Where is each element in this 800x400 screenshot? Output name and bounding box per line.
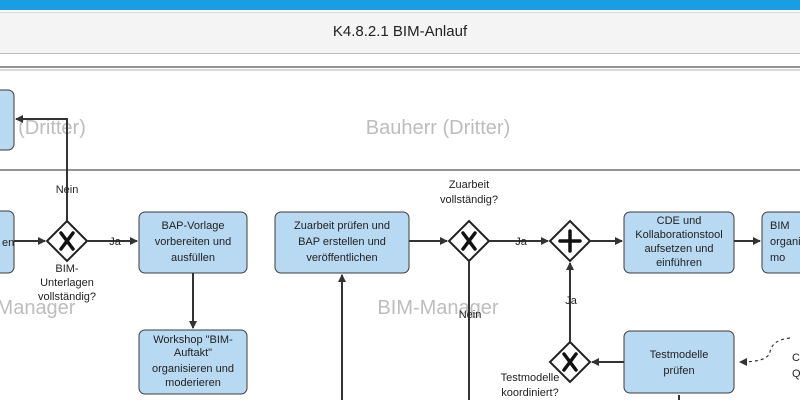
- task-cde-line3: aufsetzen und: [644, 243, 713, 255]
- gateway-unterlagen-label-1: BIM-: [55, 263, 79, 275]
- task-workshop-bim-auftakt[interactable]: Workshop "BIM- Auftakt" organisieren und…: [138, 329, 248, 395]
- task-partial-bauherr[interactable]: [0, 89, 15, 151]
- task-cde-line4: einführen: [656, 257, 702, 269]
- association-dashed[interactable]: [739, 337, 791, 366]
- task-zuarbeit-line3: veröffentlichen: [306, 252, 377, 264]
- task-partial-right[interactable]: BIM organi mo: [761, 211, 800, 274]
- task-bap-vorlage-line2: vorbereiten und: [155, 236, 231, 248]
- task-workshop-line4: moderieren: [165, 377, 221, 389]
- flow-label-ja-2: Ja: [515, 236, 528, 248]
- gateway-zuarbeit-label-1: Zuarbeit: [449, 179, 489, 191]
- task-testmodelle-line2: prüfen: [663, 365, 694, 377]
- flow-label-nein-bottom: Nein: [459, 309, 482, 321]
- exclusive-gateway-x-icon: [59, 231, 75, 251]
- lane-label-bauherr-left: (Dritter): [18, 117, 86, 139]
- gateway-testmodelle-label-2: koordiniert?: [501, 387, 558, 399]
- diagram-title: K4.8.2.1 BIM-Anlauf: [332, 23, 468, 40]
- flow-label-ja-1: Ja: [109, 236, 122, 248]
- task-testmodelle-pruefen[interactable]: Testmodelle prüfen: [623, 330, 735, 394]
- task-bap-vorlage-line3: ausfüllen: [171, 252, 215, 264]
- gateway-parallel[interactable]: [548, 219, 592, 263]
- flow-gateway1-nein[interactable]: [15, 115, 68, 221]
- diagram-title-bar: [0, 12, 800, 54]
- task-partial-left-text: en: [2, 237, 14, 249]
- partial-right-text-1: C: [792, 352, 800, 364]
- gateway-zuarbeit[interactable]: [447, 219, 491, 263]
- partial-right-text-2: Q: [792, 368, 800, 380]
- lane-label-bim-manager-left: Manager: [0, 297, 76, 319]
- flow-label-nein-top: Nein: [56, 184, 79, 196]
- lane-label-bauherr: Bauherr (Dritter): [366, 117, 510, 139]
- task-bap-vorlage-line1: BAP-Vorlage: [162, 220, 225, 232]
- exclusive-gateway-x-icon: [562, 352, 578, 372]
- task-partial-right-line1: BIM: [770, 220, 790, 232]
- task-cde-kollaborationstool[interactable]: CDE und Kollaborationstool aufsetzen und…: [623, 211, 735, 274]
- task-cde-line1: CDE und: [657, 215, 702, 227]
- task-partial-right-line3: mo: [770, 252, 785, 264]
- task-cde-line2: Kollaborationstool: [635, 229, 722, 241]
- task-bap-vorlage[interactable]: BAP-Vorlage vorbereiten und ausfüllen: [138, 211, 248, 274]
- gateway-bim-unterlagen[interactable]: [45, 219, 89, 263]
- task-zuarbeit-pruefen[interactable]: Zuarbeit prüfen und BAP erstellen und ve…: [274, 211, 410, 274]
- flow-label-ja-3: Ja: [565, 295, 578, 307]
- gateway-testmodelle[interactable]: [548, 340, 592, 384]
- task-workshop-line3: organisieren und: [152, 363, 234, 375]
- task-workshop-line2: Auftakt": [174, 347, 212, 359]
- gateway-testmodelle-label-1: Testmodelle: [501, 372, 560, 384]
- task-workshop-line1: Workshop "BIM-: [153, 334, 233, 346]
- gateway-unterlagen-label-3: vollständig?: [38, 291, 96, 303]
- exclusive-gateway-x-icon: [461, 231, 477, 251]
- task-zuarbeit-line1: Zuarbeit prüfen und: [294, 220, 390, 232]
- gateway-unterlagen-label-2: Unterlagen: [40, 277, 94, 289]
- task-partial-right-line2: organi: [770, 236, 800, 248]
- task-zuarbeit-line2: BAP erstellen und: [298, 236, 386, 248]
- top-accent-bar: [0, 0, 800, 10]
- gateway-zuarbeit-label-2: vollständig?: [440, 194, 498, 206]
- parallel-gateway-plus-icon: [558, 229, 582, 253]
- task-testmodelle-line1: Testmodelle: [650, 349, 709, 361]
